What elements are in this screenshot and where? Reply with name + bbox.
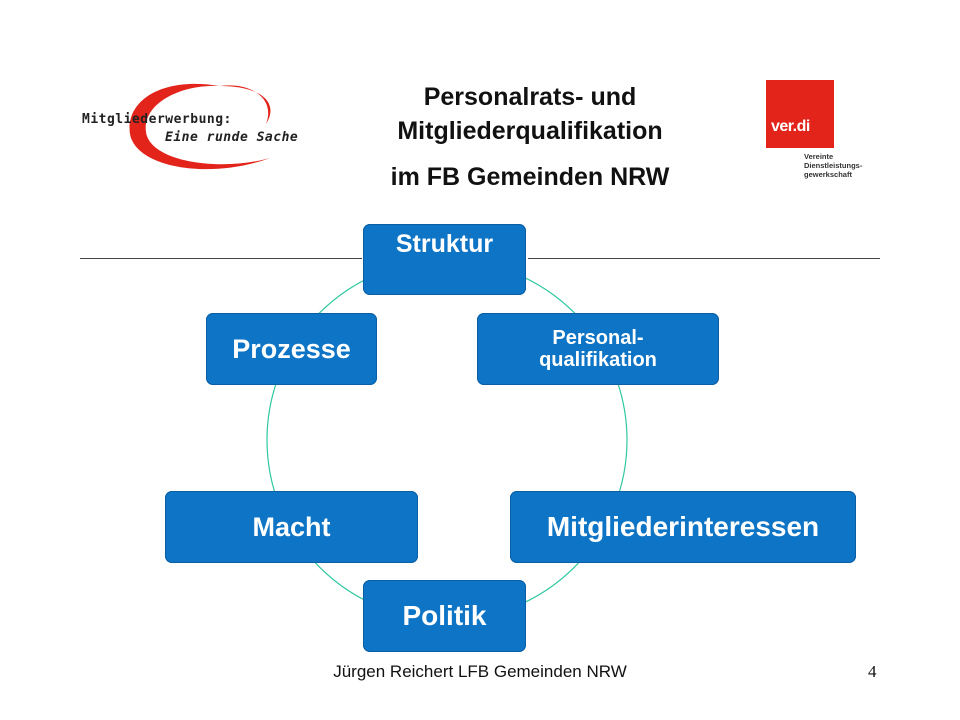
verdi-subtitle: Vereinte Dienstleistungs- gewerkschaft: [804, 152, 862, 179]
title-line-3: im FB Gemeinden NRW: [390, 163, 670, 191]
node-personal-line-1: Personal-: [552, 327, 644, 349]
title-line-1: Personalrats- und: [423, 83, 637, 111]
footer-text: Jürgen Reichert LFB Gemeinden NRW: [333, 662, 627, 681]
divider-left: [80, 258, 362, 259]
node-struktur: Struktur: [363, 224, 526, 295]
node-politik-label: Politik: [402, 600, 487, 631]
verdi-logo: ver.di Vereinte Dienstleistungs- gewerks…: [766, 80, 896, 180]
verdi-logo-box: ver.di: [766, 80, 834, 148]
verdi-sub-line-1: Vereinte: [804, 152, 834, 161]
divider-right: [528, 258, 880, 259]
logo-left-line2: Eine runde Sache: [165, 130, 299, 145]
logo-left-line1: Mitgliederwerbung:: [82, 112, 232, 127]
mitgliederwerbung-logo: Mitgliederwerbung: Eine runde Sache: [70, 72, 320, 182]
verdi-sub-line-2: Dienstleistungs-: [804, 161, 863, 170]
node-mitgliederinteressen: Mitgliederinteressen: [510, 491, 856, 563]
node-macht: Macht: [165, 491, 418, 563]
node-struktur-label: Struktur: [395, 230, 494, 258]
node-macht-label: Macht: [252, 511, 331, 542]
node-personalqualifikation: Personal- qualifikation: [477, 313, 719, 385]
node-prozesse-label: Prozesse: [232, 333, 351, 364]
node-mitglieder-label: Mitgliederinteressen: [546, 511, 820, 542]
node-personal-line-2: qualifikation: [539, 349, 657, 371]
node-politik: Politik: [363, 580, 526, 652]
verdi-brand: ver.di: [771, 118, 810, 135]
verdi-sub-line-3: gewerkschaft: [804, 170, 852, 179]
slide-title: Personalrats- und Mitgliederqualifikatio…: [330, 80, 730, 194]
title-line-2: Mitgliederqualifikation: [397, 117, 663, 145]
node-prozesse: Prozesse: [206, 313, 377, 385]
page-number: 4: [868, 662, 877, 681]
